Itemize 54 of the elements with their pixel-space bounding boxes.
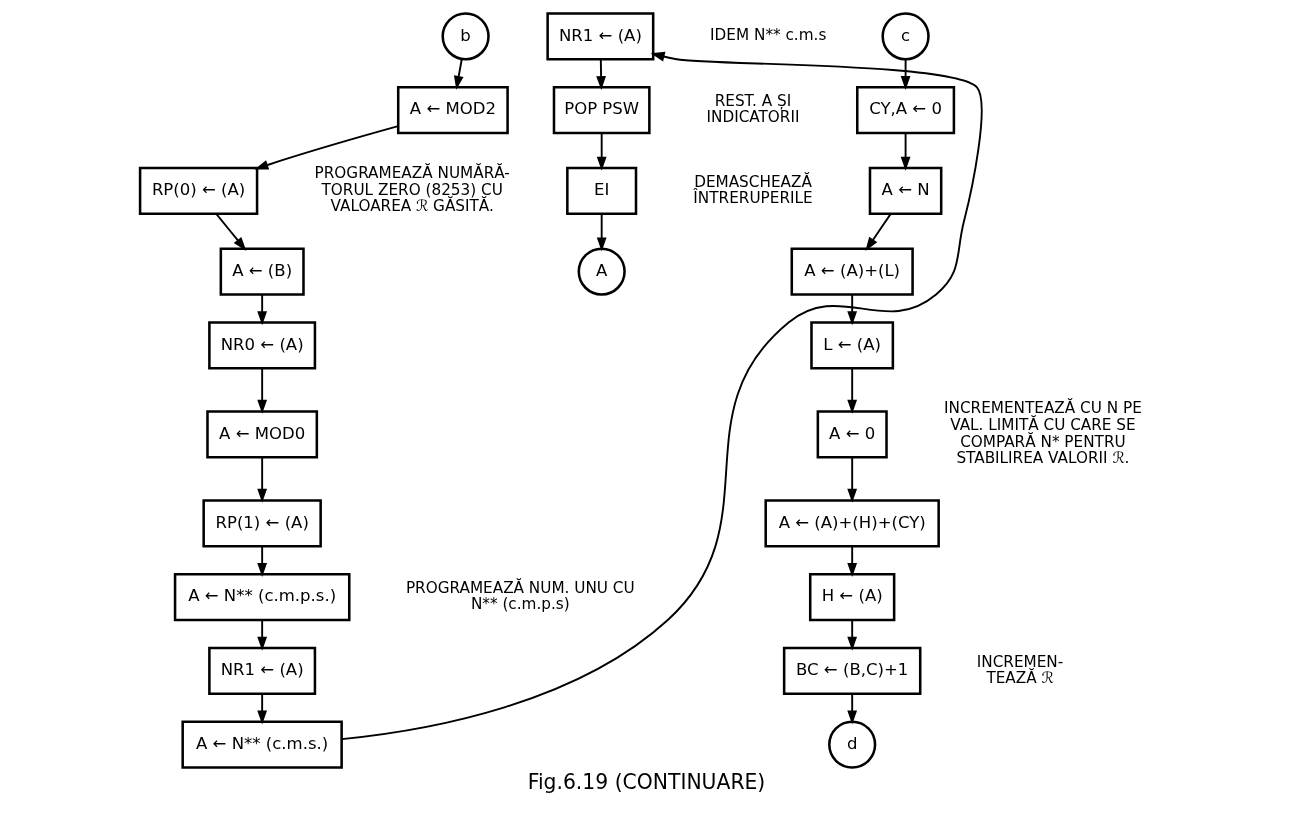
node-box: RP(0) ← (A) [138, 166, 258, 215]
node-circle: A [577, 247, 626, 296]
label: PROGRAMEAZĂ NUMĂRĂ- TORUL ZERO (8253) CU VALOAREA ℛ GĂSITĂ. [314, 164, 510, 216]
node-box: POP PSW [552, 85, 651, 135]
node-label: INCREMEN- TEAZĂ ℛ [976, 652, 1063, 688]
arrow [846, 692, 857, 725]
arrow [864, 212, 892, 252]
node-circle: d [827, 720, 876, 769]
arrow [256, 545, 267, 578]
arrow [253, 125, 399, 170]
label: PROGRAMEAZĂ NUM. UNU CU N** (c.m.p.s) [405, 578, 635, 614]
arrow [340, 51, 983, 741]
node-label: IDEM N** c.m.s [709, 26, 826, 45]
arrow [596, 212, 607, 252]
node-box: CY,A ← 0 [855, 85, 955, 135]
node-circle: c [880, 12, 930, 61]
arrow [900, 58, 910, 91]
node-box: L ← (A) [809, 321, 894, 370]
arrow [846, 293, 857, 326]
arrow [214, 212, 246, 251]
caption: Fig.6.19 (CONTINUARE) [527, 769, 765, 794]
node-box: BC ← (B,C)+1 [782, 646, 921, 695]
node-box: A ← (B) [219, 247, 305, 296]
node-box: A ← (A)+(L) [790, 247, 914, 296]
node-circle: b [440, 12, 490, 61]
arrow [900, 132, 910, 171]
node-box: NR0 ← (A) [207, 321, 316, 370]
arrow [256, 367, 267, 414]
node-box: A ← N** (c.m.s.) [180, 720, 343, 769]
node-box: A ← 0 [816, 410, 888, 459]
node-label: DEMASCHEAZĂ ÎNTRERUPERILE [692, 172, 813, 208]
node-box: A ← MOD0 [205, 410, 318, 459]
arrow [256, 456, 267, 503]
node-box: A ← N [868, 166, 942, 215]
node-box: H ← (A) [808, 572, 895, 622]
node-box: NR1 ← (A) [545, 12, 654, 61]
node-label: REST. A ȘI INDICATORII [706, 91, 799, 127]
arrow [846, 619, 857, 651]
arrow [595, 58, 606, 91]
arrow [256, 293, 267, 326]
arrow [453, 58, 464, 90]
node-box: A ← (A)+(H)+(CY) [763, 499, 940, 548]
node-box: EI [565, 166, 637, 215]
arrow [846, 456, 857, 503]
arrow [256, 619, 267, 651]
node-box: A ← MOD2 [396, 85, 509, 135]
arrow [256, 692, 267, 725]
node-box: A ← N** (c.m.p.s.) [173, 572, 351, 622]
node-box: RP(1) ← (A) [201, 499, 322, 548]
arrow [846, 545, 857, 578]
label: INCREMENTEAZĂ CU N PE VAL. LIMITĂ CU CARE SE COMPARĂ N* PENTRU STABILIREA VALORII ℛ. [943, 399, 1142, 468]
arrow [846, 367, 857, 414]
node-box: NR1 ← (A) [207, 646, 316, 695]
arrow [596, 132, 607, 171]
